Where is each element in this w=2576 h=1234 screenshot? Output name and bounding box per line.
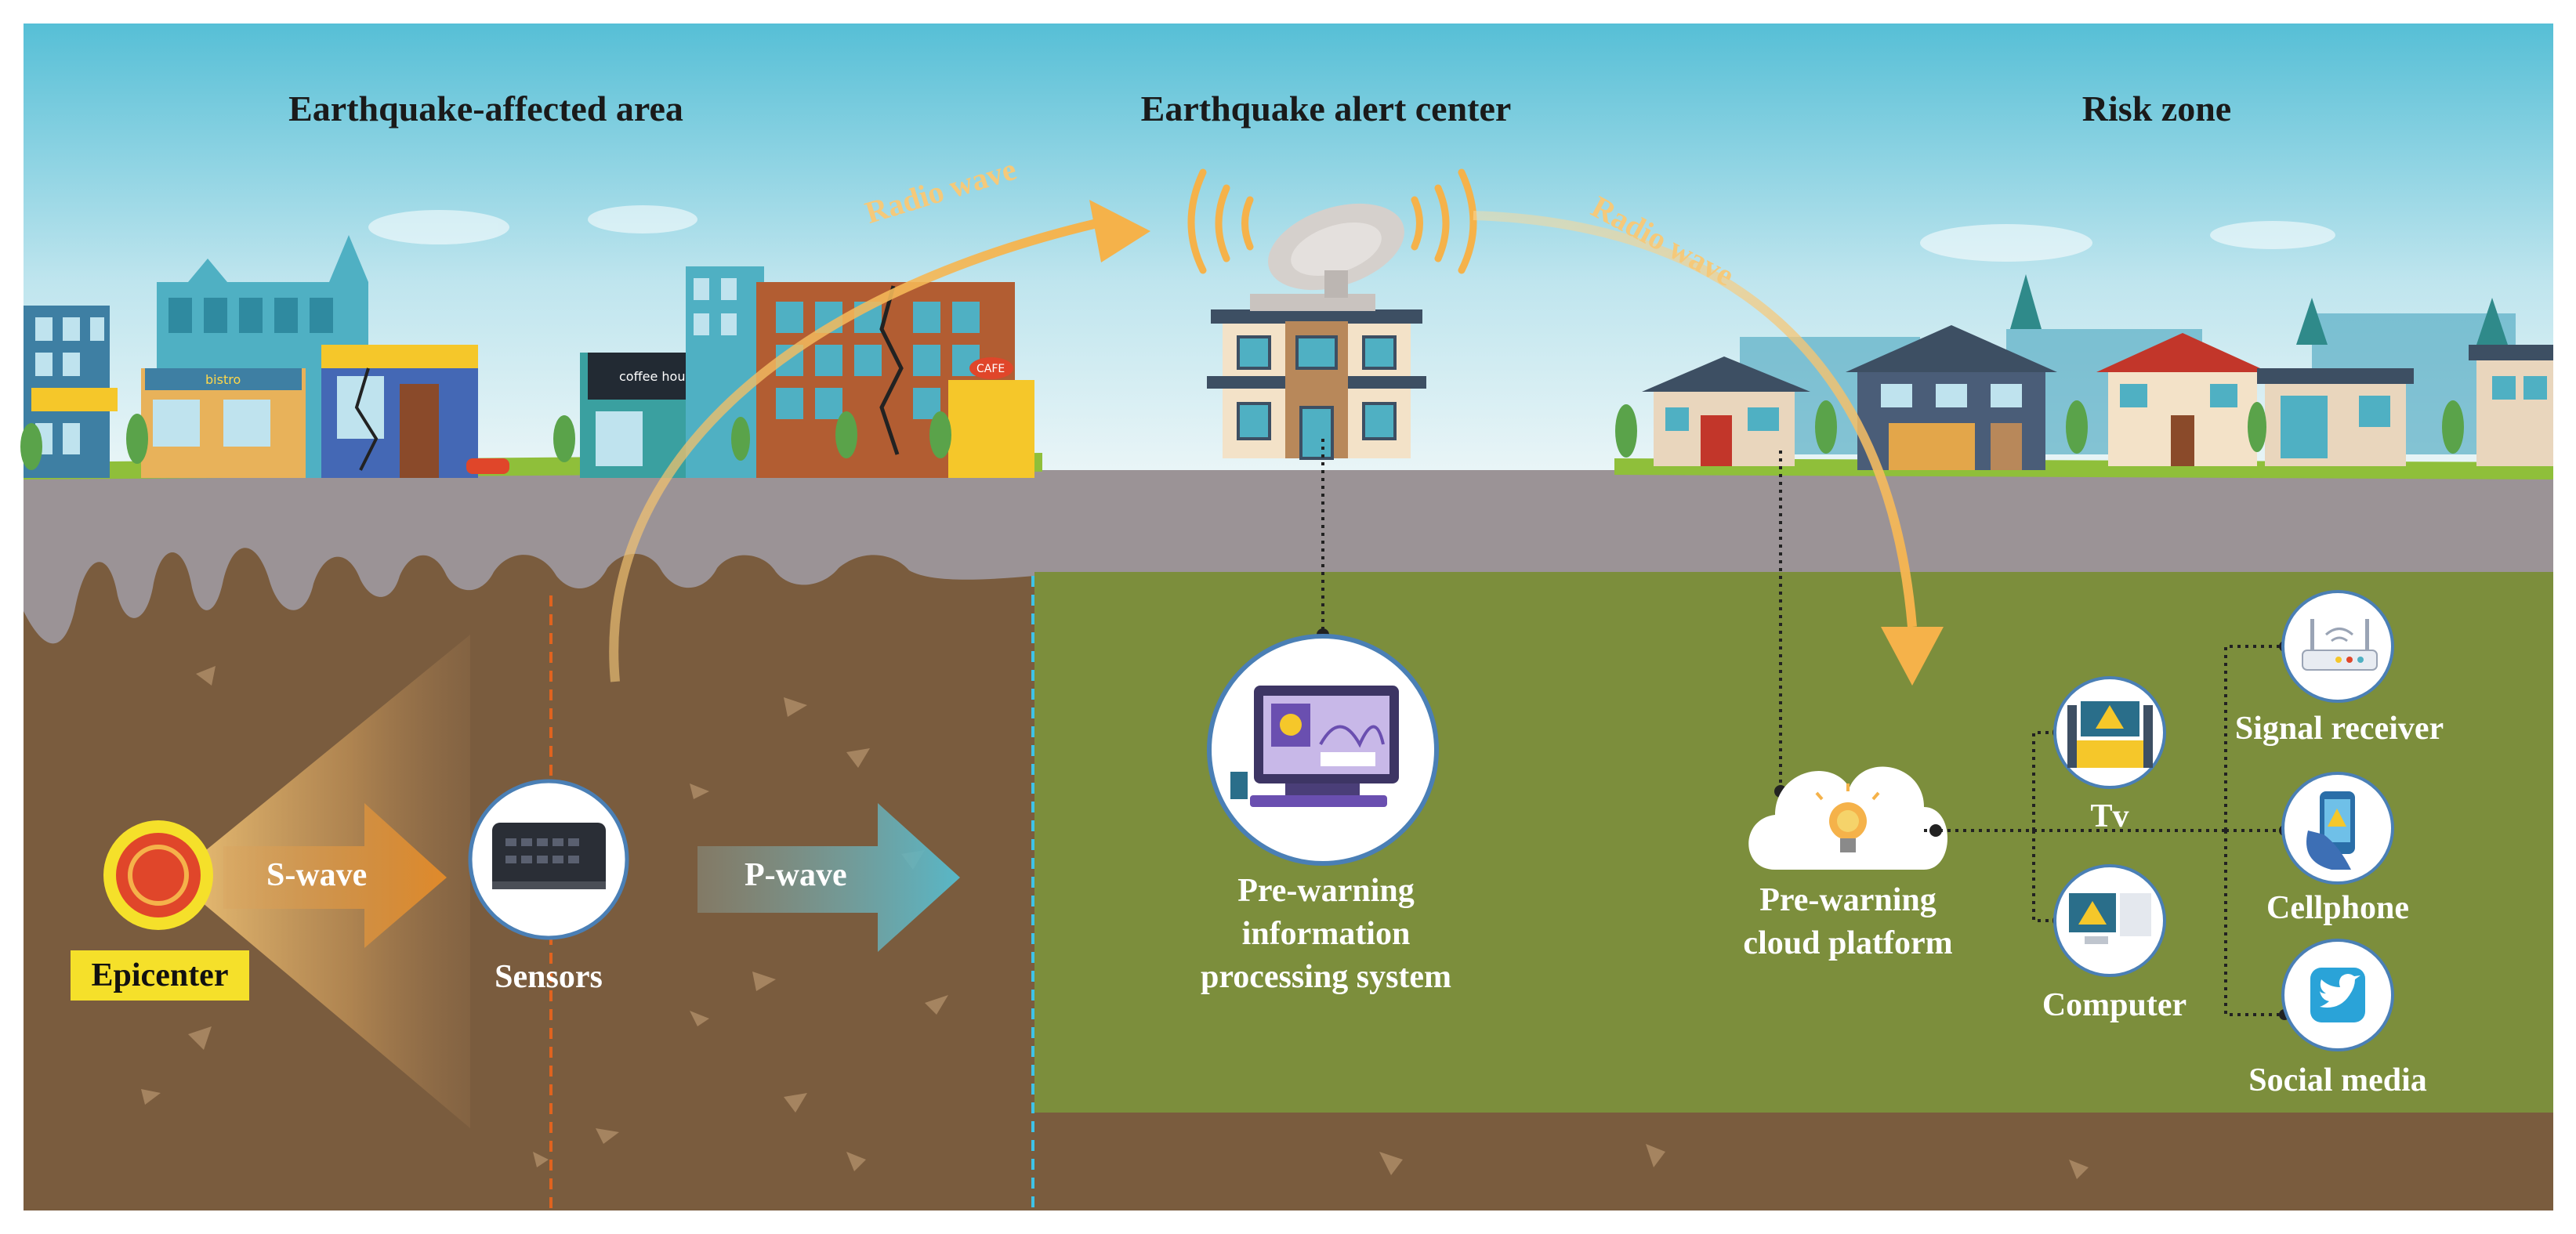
cloud-label-line2: cloud platform bbox=[1743, 925, 1953, 961]
cloud-platform-icon bbox=[1748, 766, 1947, 870]
processing-label-line3: processing system bbox=[1200, 959, 1452, 995]
computer-label: Computer bbox=[2042, 987, 2187, 1023]
processing-label-line1: Pre-warning bbox=[1237, 873, 1415, 909]
radio-wave-left-arc bbox=[609, 219, 1099, 682]
p-wave-label: P-wave bbox=[745, 857, 847, 893]
radio-wave-right-head bbox=[1881, 627, 1944, 686]
store-sign-cafe: CAFE bbox=[976, 363, 1005, 375]
tv-icon bbox=[2053, 676, 2166, 789]
epicenter-label: Epicenter bbox=[71, 950, 249, 1001]
cloud-label-line1: Pre-warning bbox=[1759, 882, 1937, 918]
section-title-alert-center: Earthquake alert center bbox=[1140, 89, 1512, 128]
signal-arcs bbox=[1187, 168, 1477, 274]
cellphone-icon bbox=[2281, 772, 2394, 885]
signal-receiver-label: Signal receiver bbox=[2234, 711, 2444, 747]
processing-system-icon bbox=[1207, 634, 1439, 866]
sensors-label: Sensors bbox=[495, 959, 603, 995]
s-wave-label: S-wave bbox=[266, 857, 368, 893]
store-sign-bistro: bistro bbox=[205, 372, 241, 387]
social-media-label: Social media bbox=[2248, 1062, 2427, 1098]
social-media-icon bbox=[2281, 939, 2394, 1051]
s-wave-arrow bbox=[223, 803, 447, 948]
processing-label-line2: information bbox=[1241, 916, 1411, 952]
epicenter-icon bbox=[103, 820, 213, 930]
section-title-affected: Earthquake-affected area bbox=[288, 89, 683, 128]
p-wave-arrow bbox=[697, 803, 960, 952]
sensors-icon bbox=[468, 779, 629, 940]
left-city-buildings: bistro coffee house CAFE bbox=[20, 235, 1034, 478]
signal-receiver-icon bbox=[2281, 590, 2394, 703]
store-sign-coffee: coffee house bbox=[619, 369, 700, 384]
section-title-risk-zone: Risk zone bbox=[2081, 89, 2232, 128]
right-houses bbox=[1615, 274, 2553, 470]
radio-wave-left-head bbox=[1089, 200, 1150, 262]
tv-label: Tv bbox=[2090, 798, 2129, 834]
sky-clouds bbox=[368, 205, 2335, 262]
soil-bottom-right bbox=[1034, 1113, 2553, 1210]
alert-center-building bbox=[1207, 203, 1426, 460]
radio-wave-right-arc bbox=[1473, 211, 1917, 628]
device-connectors bbox=[1924, 645, 2281, 1016]
cellphone-label: Cellphone bbox=[2266, 890, 2410, 926]
ground-crack-boundary bbox=[24, 517, 1034, 644]
computer-icon bbox=[2053, 864, 2166, 977]
